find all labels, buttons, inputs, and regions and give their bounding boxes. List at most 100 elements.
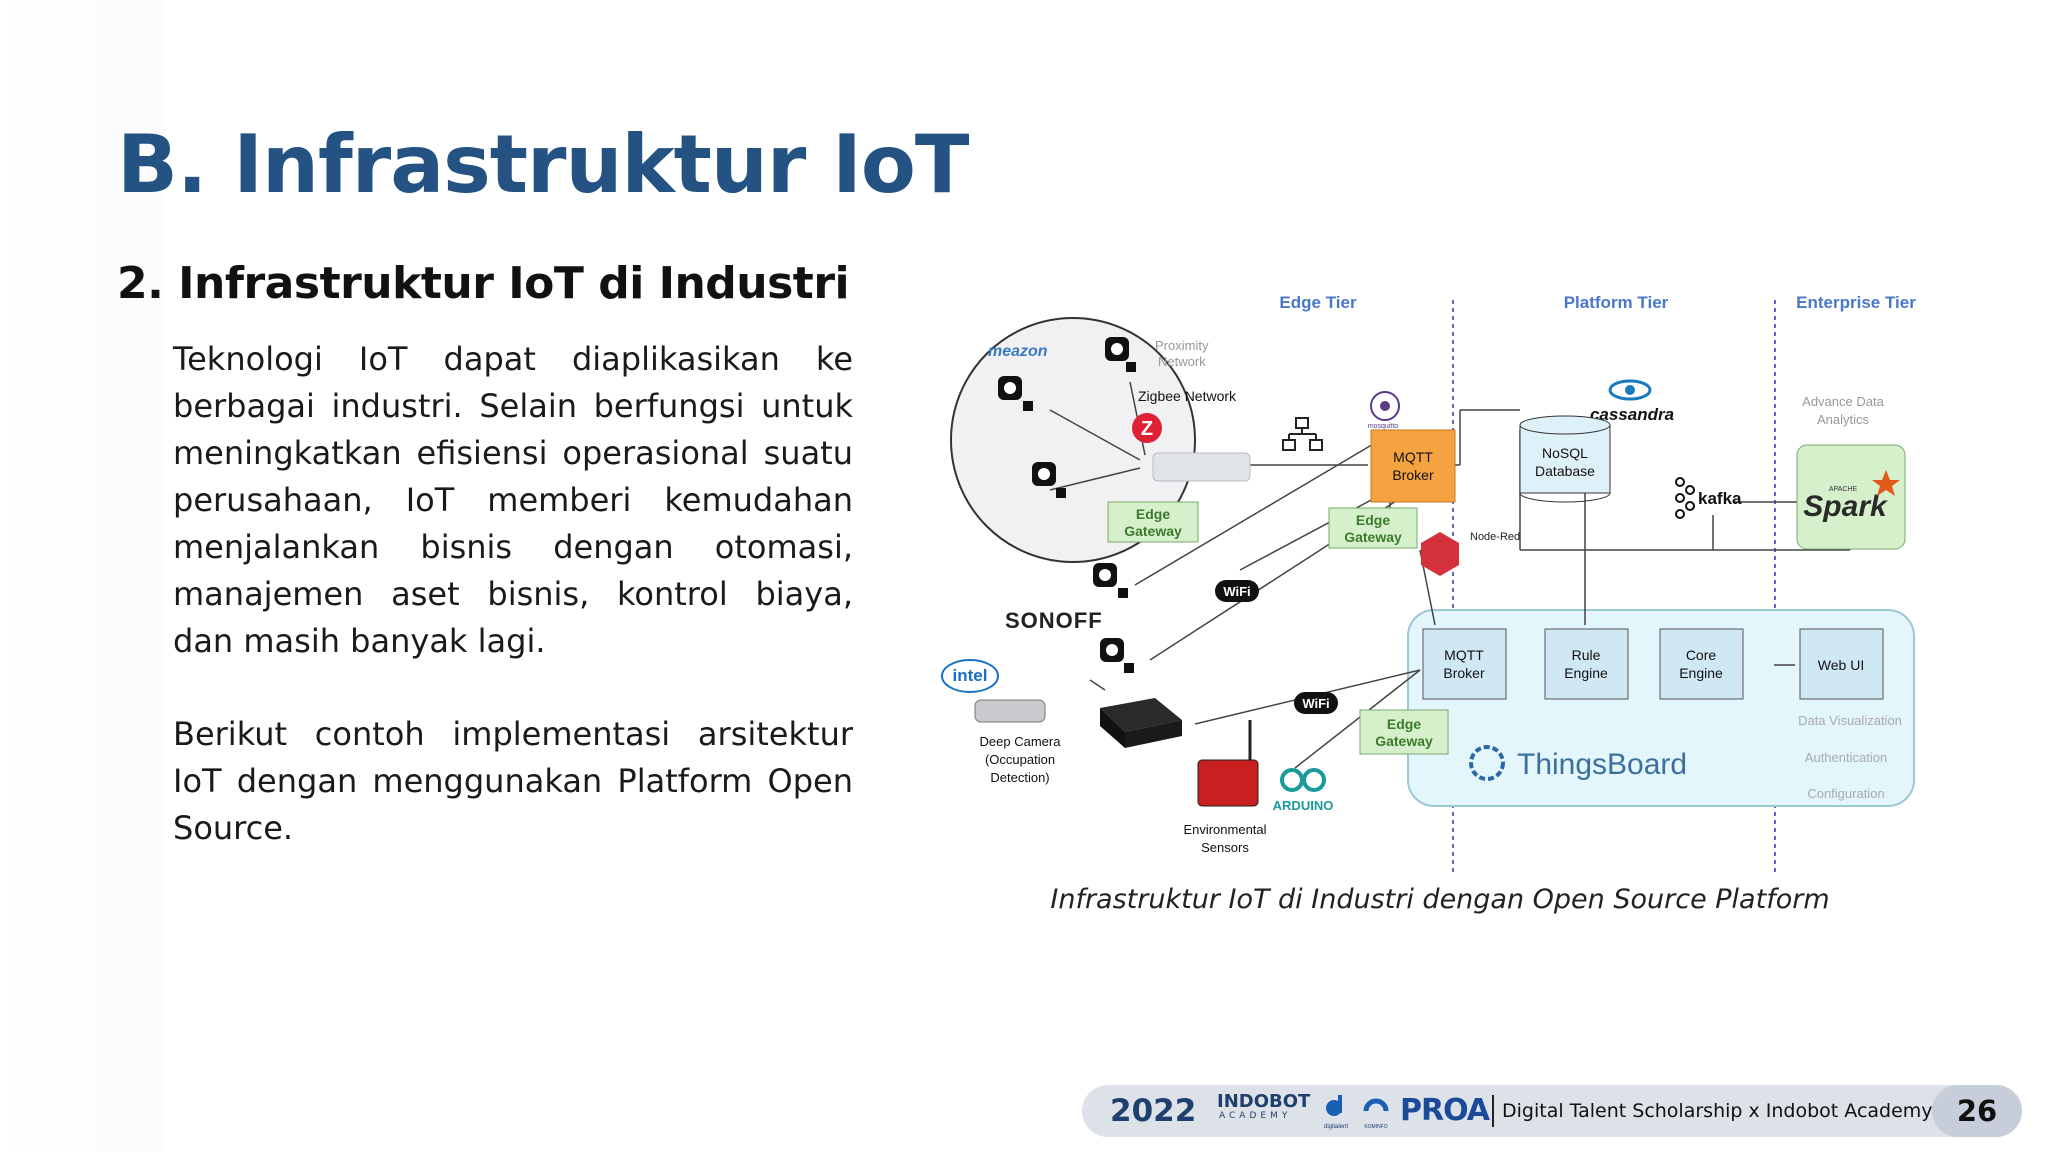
- smart-plug-icon: [998, 376, 1033, 411]
- web-ui-box: [1799, 628, 1884, 700]
- nosql-label-2: Database: [1535, 463, 1595, 479]
- smart-plug-icon: [1032, 462, 1066, 498]
- deep-camera-device: [974, 699, 1046, 723]
- core-engine-box: [1659, 628, 1744, 700]
- body-paragraph-1: Teknologi IoT dapat diaplikasikan ke ber…: [173, 340, 853, 660]
- node-red-icon: [1421, 532, 1459, 576]
- body-paragraph-2: Berikut contoh implementasi arsitektur I…: [173, 715, 853, 847]
- wifi-text-2: WiFi: [1302, 696, 1329, 711]
- spark-label: Spark: [1803, 490, 1888, 523]
- diagram-caption: Infrastruktur IoT di Industri dengan Ope…: [1050, 884, 1830, 915]
- edge-gateway-2-label-2: Gateway: [1344, 529, 1402, 545]
- platform-mqtt-label-1: MQTT: [1444, 647, 1484, 663]
- arduino-label: ARDUINO: [1273, 798, 1334, 813]
- network-topology-icon: [1282, 417, 1323, 451]
- raspberry-pi-case-front: [1125, 720, 1182, 748]
- thingsboard-label: ThingsBoard: [1517, 748, 1687, 781]
- edge-gateway-3-label-2: Gateway: [1375, 733, 1433, 749]
- footer-year: 2022: [1110, 1093, 1197, 1129]
- platform-mqtt-label-2: Broker: [1443, 665, 1485, 681]
- environmental-sensor-device: [1197, 759, 1259, 807]
- edge-gateway-2-label-1: Edge: [1356, 512, 1390, 528]
- proa-logo: PROA: [1400, 1093, 1490, 1128]
- wifi-text-1: WiFi: [1223, 584, 1250, 599]
- footer-bar: 2022 INDOBOT ACADEMY digitalent KOMINFO …: [1082, 1085, 2022, 1137]
- raspberry-pi-case: [1100, 698, 1182, 732]
- thingsboard-gear-icon: [1469, 745, 1505, 781]
- authentication-label: Authentication: [1805, 750, 1887, 765]
- edge-gateway-1-label-1: Edge: [1136, 506, 1170, 522]
- mosquitto-icon: [1370, 391, 1400, 421]
- kominfo-logo-icon: KOMINFO: [1363, 1098, 1389, 1130]
- mqtt-broker-label-2: Broker: [1392, 467, 1434, 483]
- iot-architecture-diagram: Edge Tier Platform Tier Enterprise Tier: [941, 293, 1916, 875]
- wifi-logo-icon: WiFi: [1215, 580, 1259, 602]
- indobot-academy-logo: INDOBOT ACADEMY: [1217, 1091, 1310, 1131]
- indobot-logo-bottom: ACADEMY: [1219, 1111, 1292, 1121]
- deep-camera-label-3: Detection): [990, 770, 1049, 785]
- mosquitto-label: mosquitto: [1368, 423, 1398, 430]
- kafka-logo-icon: [1675, 477, 1695, 519]
- edge-tier-label: Edge Tier: [1279, 293, 1357, 312]
- intel-label: intel: [953, 666, 988, 685]
- gateway-device: [1152, 452, 1251, 482]
- proximity-label-1: Proximity: [1155, 338, 1209, 353]
- page-number: 26: [1932, 1085, 2022, 1137]
- nosql-database-cylinder: [1519, 415, 1611, 503]
- zigbee-logo-icon: [1132, 413, 1162, 443]
- slide-title: B. Infrastruktur IoT: [117, 118, 969, 211]
- spark-star-icon: [1872, 470, 1900, 496]
- wifi-logo-icon: WiFi: [1294, 692, 1338, 714]
- smart-plug-icon: [1093, 563, 1128, 598]
- digitalent-logo-icon: digitalent: [1324, 1095, 1348, 1130]
- digitalent-text: digitalent: [1324, 1124, 1348, 1130]
- core-engine-label-1: Core: [1686, 647, 1717, 663]
- data-visualization-label: Data Visualization: [1798, 713, 1902, 728]
- deep-camera-label-2: (Occupation: [985, 752, 1055, 767]
- zigbee-label: Zigbee Network: [1138, 388, 1237, 404]
- arduino-logo-icon: [1280, 768, 1326, 792]
- cassandra-eye-icon: [1608, 379, 1652, 401]
- configuration-label: Configuration: [1807, 786, 1884, 801]
- edge-gateway-1-label-2: Gateway: [1124, 523, 1182, 539]
- apache-label: APACHE: [1829, 486, 1858, 493]
- indobot-logo-top: INDOBOT: [1217, 1091, 1311, 1112]
- node-red-label: Node-Red: [1470, 531, 1520, 543]
- meazon-logo: meazon: [988, 343, 1048, 360]
- kominfo-text: KOMINFO: [1364, 1124, 1387, 1130]
- smart-plug-icon: [1100, 638, 1134, 673]
- deep-camera-label-1: Deep Camera: [980, 734, 1062, 749]
- smart-plug-icon: [1105, 337, 1136, 372]
- cassandra-label: cassandra: [1590, 405, 1674, 424]
- slide-subtitle: 2. Infrastruktur IoT di Industri: [117, 258, 850, 309]
- edge-gateway-box-3: [1359, 709, 1449, 755]
- env-sensors-label-2: Sensors: [1201, 840, 1249, 855]
- platform-mqtt-broker-box: [1422, 628, 1507, 700]
- advance-analytics-label-1: Advance Data: [1802, 394, 1884, 409]
- nosql-label-1: NoSQL: [1542, 445, 1588, 461]
- intel-logo-oval: [941, 659, 999, 693]
- edge-gateway-3-label-1: Edge: [1387, 716, 1421, 732]
- enterprise-tier-label: Enterprise Tier: [1796, 293, 1916, 312]
- proximity-label-2: Network: [1158, 354, 1206, 369]
- footer-scholarship-text: Digital Talent Scholarship x Indobot Aca…: [1502, 1100, 1933, 1122]
- sonoff-logo: SONOFF: [1005, 608, 1103, 633]
- thingsboard-container: [1407, 609, 1915, 807]
- web-ui-label: Web UI: [1818, 657, 1864, 673]
- footer-separator: [1492, 1095, 1494, 1127]
- zigbee-z-glyph: Z: [1141, 418, 1153, 440]
- raspberry-pi-case-side: [1100, 708, 1125, 748]
- kafka-label: kafka: [1698, 489, 1742, 508]
- platform-tier-label: Platform Tier: [1564, 293, 1669, 312]
- rule-engine-label-1: Rule: [1572, 647, 1601, 663]
- rule-engine-label-2: Engine: [1564, 665, 1608, 681]
- advance-analytics-label-2: Analytics: [1817, 412, 1870, 427]
- mqtt-broker-label-1: MQTT: [1393, 449, 1433, 465]
- spark-box: [1796, 444, 1906, 550]
- mqtt-broker-box: [1370, 429, 1456, 503]
- core-engine-label-2: Engine: [1679, 665, 1723, 681]
- edge-gateway-box-1: [1107, 501, 1199, 543]
- left-margin-panel: [0, 0, 165, 1152]
- rule-engine-box: [1544, 628, 1629, 700]
- edge-gateway-box-2: [1328, 507, 1418, 549]
